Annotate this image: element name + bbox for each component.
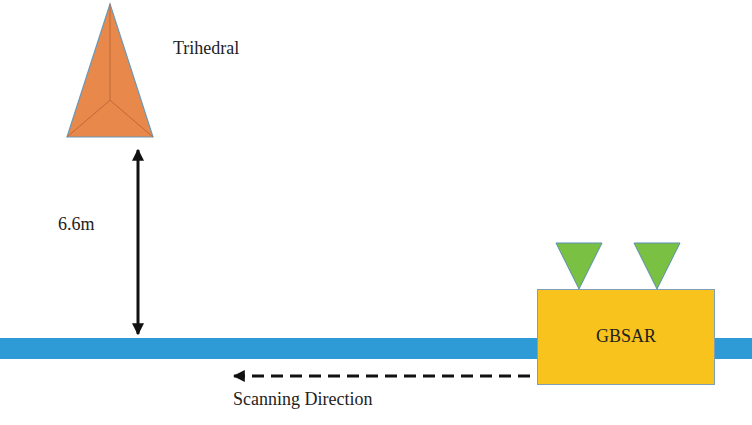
antenna bbox=[634, 243, 680, 289]
dimension: 6.6m bbox=[58, 215, 95, 235]
radar-box: GBSAR bbox=[537, 289, 715, 385]
trihedral-shape bbox=[66, 3, 154, 138]
antenna bbox=[556, 243, 602, 289]
scan-arrow bbox=[234, 375, 530, 378]
trihedral-reflector: Trihedral bbox=[66, 3, 154, 138]
direction-label: Scanning Direction bbox=[233, 390, 372, 410]
node-label: GBSAR bbox=[596, 327, 656, 347]
distance-arrow bbox=[137, 150, 140, 334]
node-label: Trihedral bbox=[173, 39, 239, 59]
